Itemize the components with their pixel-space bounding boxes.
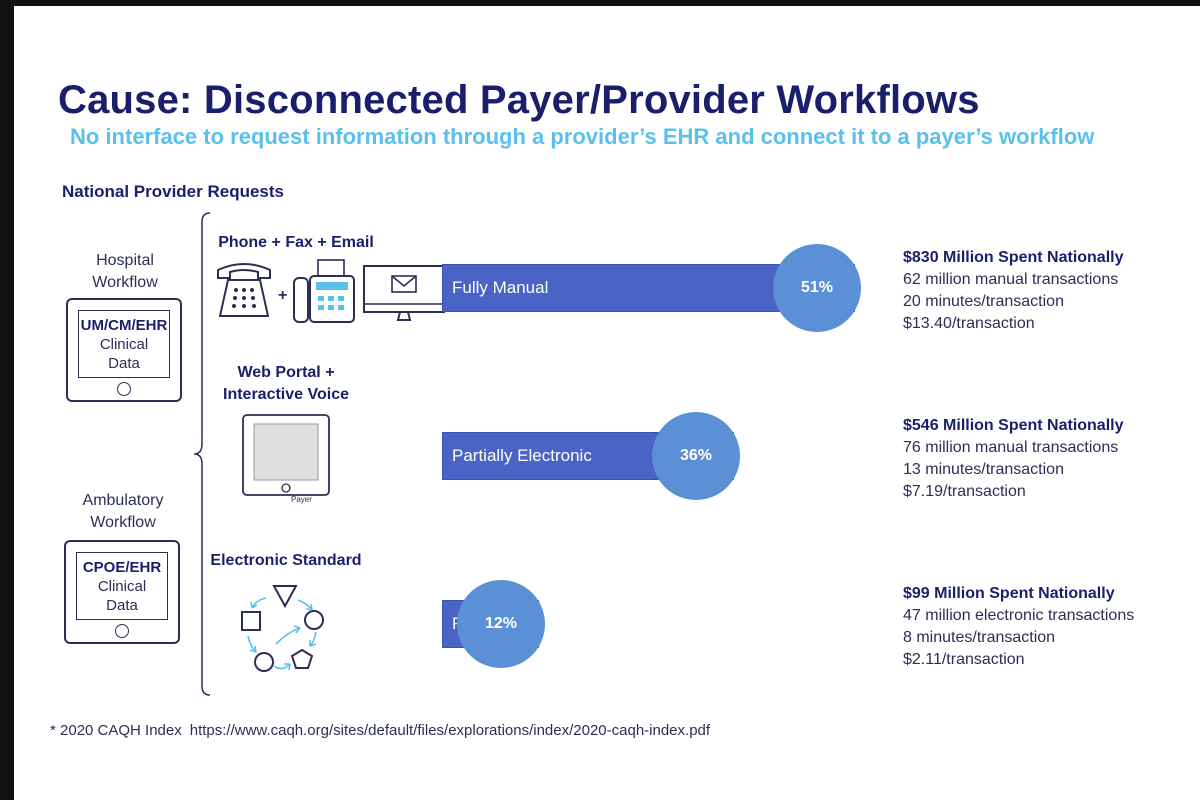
bubble-partially-electronic: 36%	[652, 412, 740, 500]
hospital-workflow-label: Hospital Workflow	[60, 250, 190, 294]
bar-label: Fully Manual	[452, 278, 549, 297]
stats-headline: $546 Million Spent Nationally	[903, 417, 1124, 434]
footnote: * 2020 CAQH Index https://www.caqh.org/si…	[50, 722, 710, 739]
stats-line: $7.19/transaction	[903, 483, 1026, 500]
grouping-brace-icon	[193, 212, 211, 696]
monitor-screen: CPOE/EHR Clinical Data	[76, 552, 168, 620]
email-icon	[363, 265, 445, 321]
ambulatory-ehr-monitor-icon: CPOE/EHR Clinical Data	[64, 540, 180, 644]
stats-headline: $99 Million Spent Nationally	[903, 585, 1115, 602]
section-heading: National Provider Requests	[62, 182, 285, 201]
workflow-label-line: Workflow	[90, 514, 156, 531]
channel-label-line: Web Portal +	[237, 364, 335, 381]
stats-headline: $830 Million Spent Nationally	[903, 249, 1124, 266]
stats-line: 76 million manual transactions	[903, 439, 1119, 456]
channel-label-partial: Web Portal + Interactive Voice	[196, 362, 376, 406]
screen-text: Clinical	[99, 335, 149, 353]
footnote-url[interactable]: https://www.caqh.org/sites/default/files…	[189, 722, 711, 739]
stats-line: 8 minutes/transaction	[903, 629, 1056, 646]
stats-line: $13.40/transaction	[903, 315, 1035, 332]
stats-line: 20 minutes/transaction	[903, 293, 1064, 310]
screen-text: Clinical	[97, 577, 147, 595]
portal-caption: Payer	[291, 495, 312, 504]
phone-icon	[217, 263, 271, 317]
footnote-source: * 2020 CAQH Index	[50, 722, 182, 739]
channel-label-manual: Phone + Fax + Email	[206, 232, 386, 254]
stats-block-partial: $546 Million Spent Nationally 76 million…	[903, 415, 1183, 503]
top-border	[0, 0, 1200, 6]
svg-text:+: +	[278, 287, 287, 304]
bubble-fully-manual: 51%	[773, 244, 861, 332]
stats-line: 62 million manual transactions	[903, 271, 1119, 288]
stats-block-manual: $830 Million Spent Nationally 62 million…	[903, 247, 1183, 335]
fax-icon	[293, 259, 355, 323]
channel-label-line: Interactive Voice	[223, 386, 349, 403]
manual-channel-icons: +	[217, 259, 445, 323]
stats-block-electronic: $99 Million Spent Nationally 47 million …	[903, 583, 1183, 671]
ambulatory-workflow-label: Ambulatory Workflow	[58, 490, 188, 534]
workflow-label-line: Hospital	[96, 252, 154, 269]
hospital-ehr-monitor-icon: UM/CM/EHR Clinical Data	[66, 298, 182, 402]
bar-label: Partially Electronic	[452, 446, 592, 465]
data-exchange-cycle-icon	[241, 585, 324, 672]
stats-line: $2.11/transaction	[903, 651, 1025, 668]
workflow-label-line: Ambulatory	[82, 492, 164, 509]
screen-title: CPOE/EHR	[82, 558, 162, 576]
screen-title: UM/CM/EHR	[80, 316, 168, 334]
channel-label-line: Electronic Standard	[210, 552, 362, 569]
bubble-fully-electronic: 12%	[457, 580, 545, 668]
monitor-power-button-icon	[117, 382, 131, 396]
screen-text: Data	[106, 596, 138, 614]
slide-subtitle: No interface to request information thro…	[70, 124, 1095, 149]
channel-label-line: Phone + Fax + Email	[218, 234, 374, 251]
monitor-screen: UM/CM/EHR Clinical Data	[78, 310, 170, 378]
stats-line: 47 million electronic transactions	[903, 607, 1135, 624]
slide-title: Cause: Disconnected Payer/Provider Workf…	[58, 78, 980, 122]
monitor-power-button-icon	[115, 624, 129, 638]
screen-text: Data	[108, 354, 140, 372]
workflow-label-line: Workflow	[92, 274, 158, 291]
channel-label-electronic: Electronic Standard	[196, 550, 376, 572]
stats-line: 13 minutes/transaction	[903, 461, 1064, 478]
payer-portal-icon	[242, 414, 330, 496]
left-border	[0, 0, 14, 800]
